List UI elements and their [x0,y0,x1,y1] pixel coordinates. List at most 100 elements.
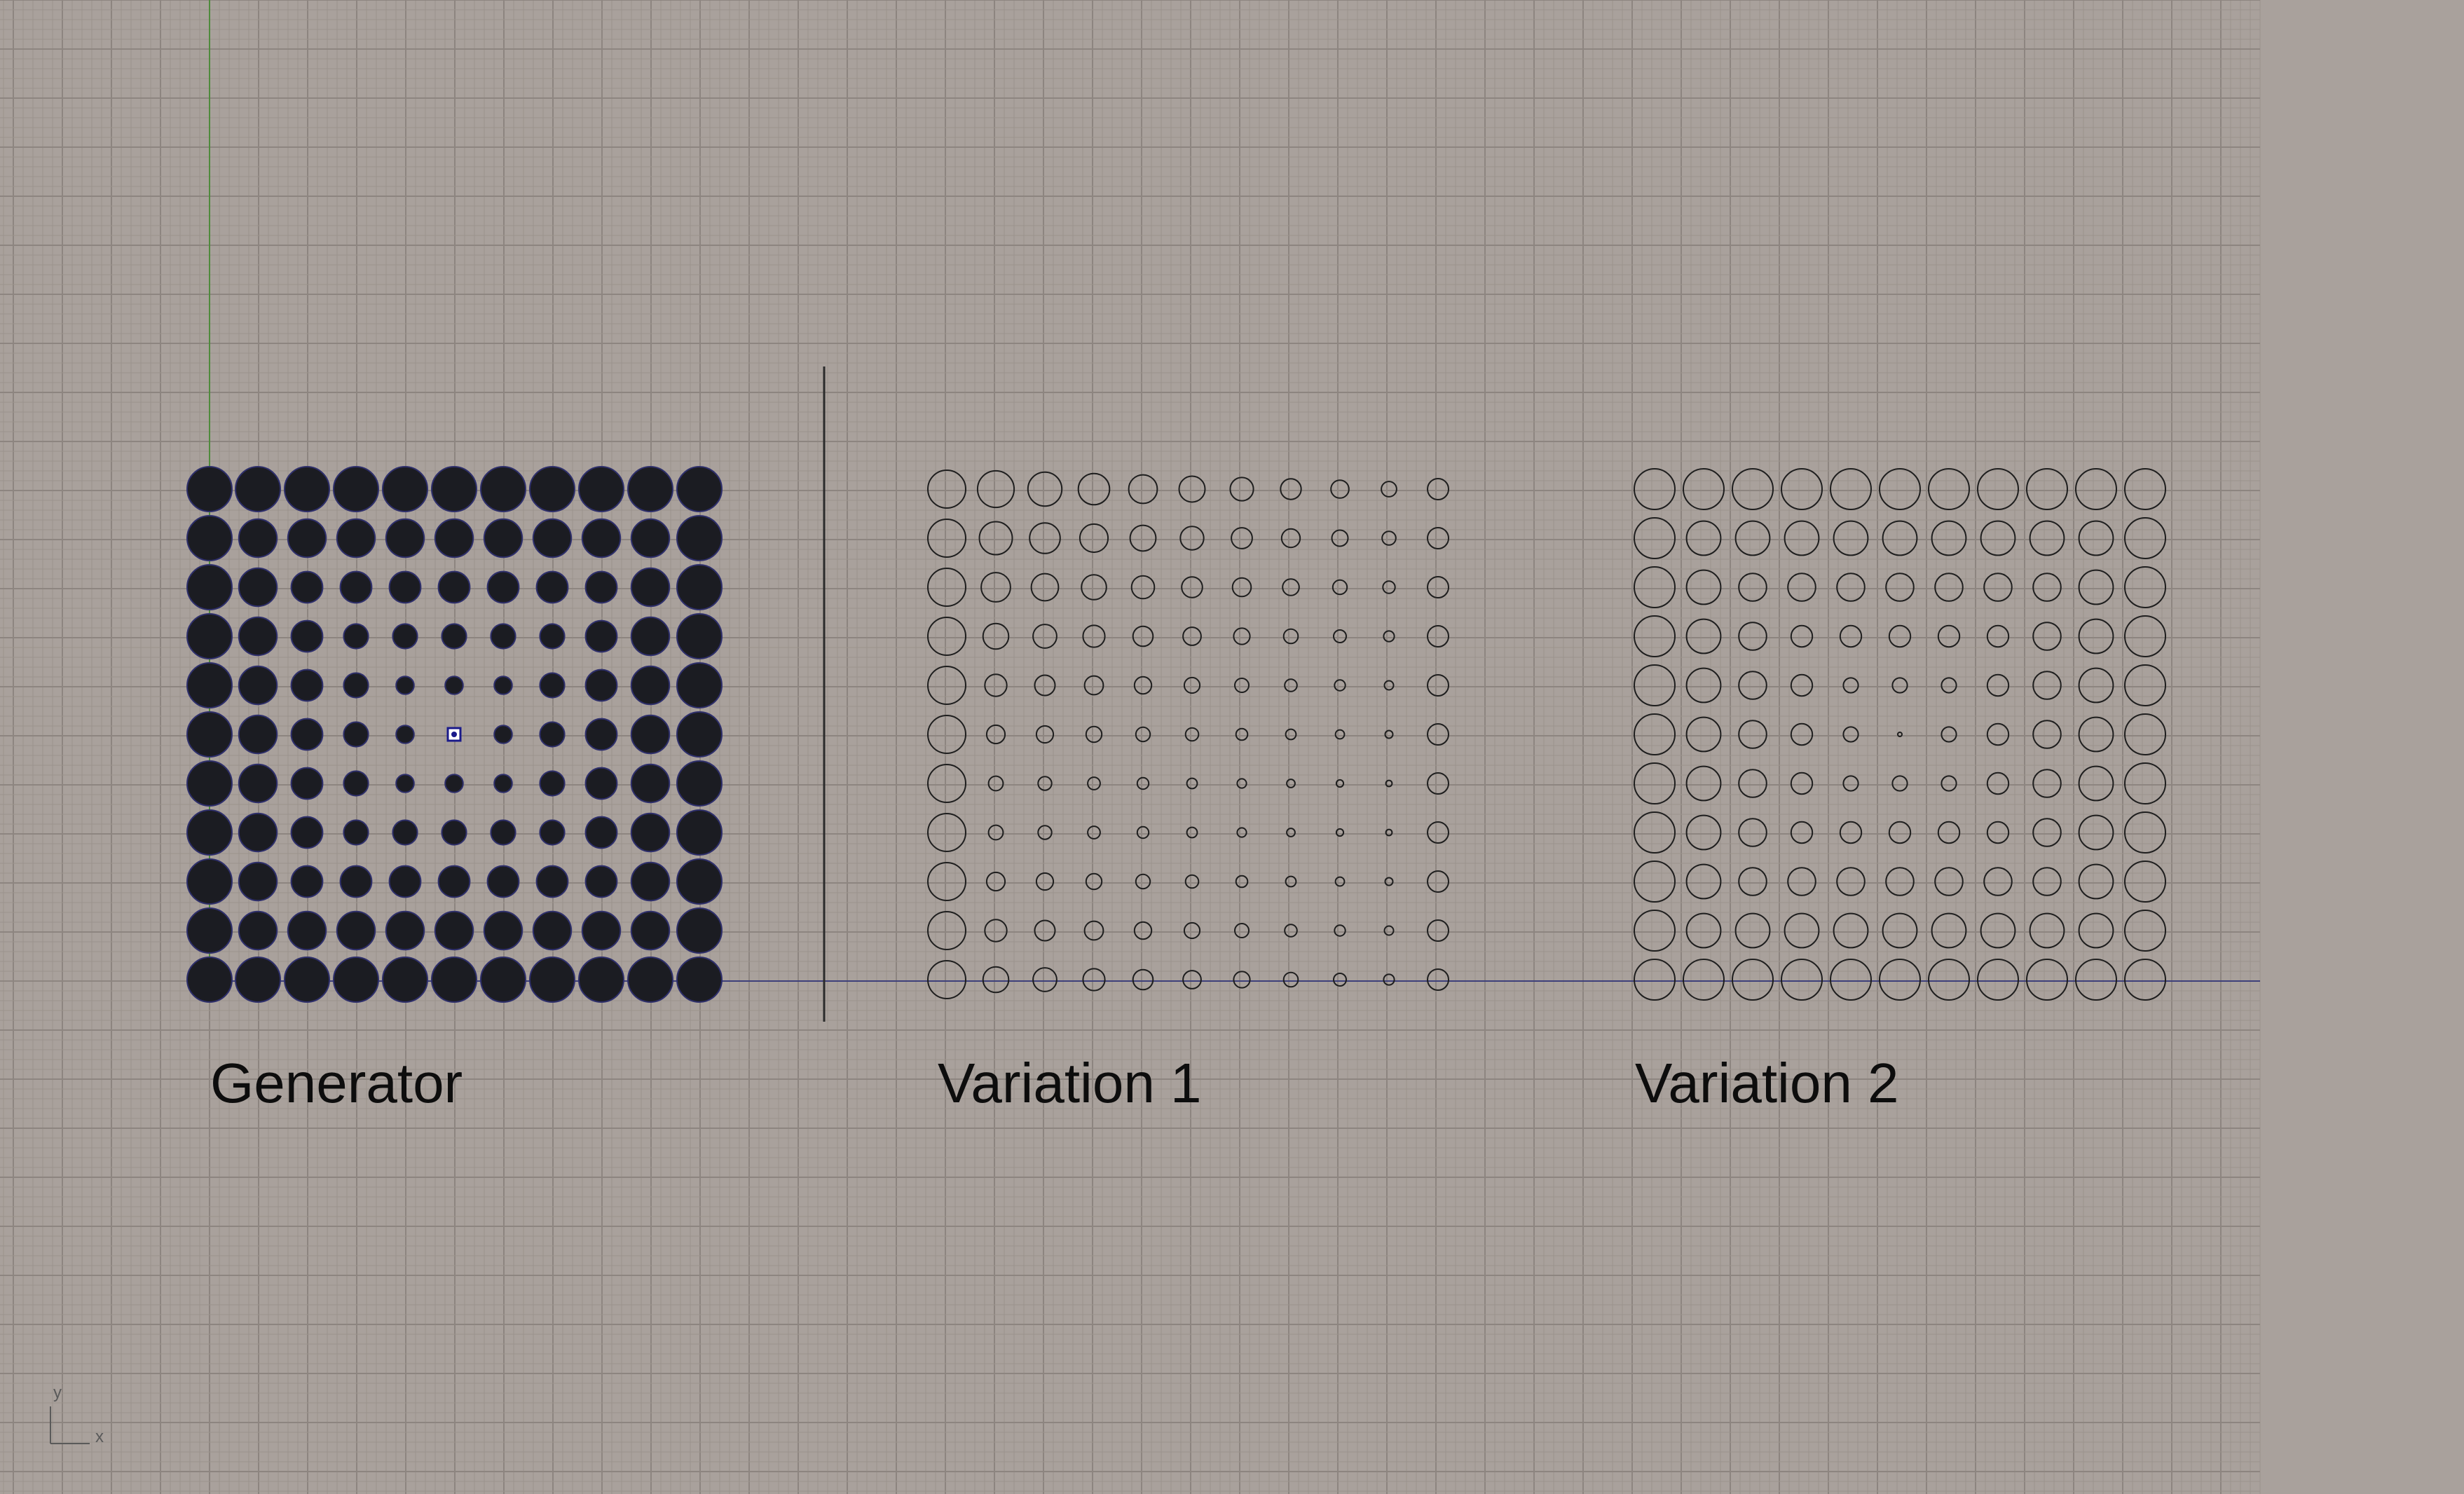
generator-circle [630,567,671,608]
variation-1-circle [1135,726,1151,743]
axis-x-label: x [95,1427,104,1446]
generator-circle [290,570,324,604]
variation-1-circle [1235,727,1249,741]
variation-2-circle [1634,468,1676,510]
generator-circle [238,518,278,558]
variation-1-circle [1331,529,1349,547]
generator-circle [676,515,723,561]
variation-1-circle [1032,967,1058,992]
generator-circle [385,910,425,951]
variation-2-circle [1685,569,1722,605]
variation-1-circle [1034,674,1056,697]
variation-1-circle [1334,679,1346,692]
variation-2-circle [1931,912,1967,949]
variation-2-circle [2078,814,2114,851]
variation-2-circle [1790,722,1814,746]
variation-1-circle [1186,826,1198,839]
variation-1-circle [1427,821,1449,844]
variation-2-circle [1934,867,1964,896]
variation-1-circle [1427,625,1449,647]
variation-1-circle [1128,474,1158,505]
variation-1-circle [1085,872,1103,891]
generator-circle [630,763,671,804]
variation-2-circle [1683,468,1725,510]
variation-2-circle [2078,912,2114,949]
variation-1-circle [1037,776,1053,791]
variation-2-circle [2032,573,2062,602]
variation-2-circle-grid[interactable] [1634,468,2166,1001]
generator-circle [434,910,474,951]
generator-circle [539,721,566,748]
variation-1-circle [1234,678,1250,693]
variation-1-circle [1182,970,1202,989]
variation-1-circle [1284,678,1298,692]
generator-circle [392,819,418,846]
variation-1-circle [1136,776,1150,790]
variation-2-circle [1839,821,1863,844]
variation-2-circle [1986,821,2010,844]
variation-2-circle [2029,520,2065,556]
variation-2-circle [1738,818,1767,847]
generator-circle [532,910,573,951]
variation-2-circle [1781,959,1823,1001]
variation-2-circle [1685,716,1722,753]
variation-1-circle [984,919,1008,943]
generator-circle [186,907,233,954]
generator-circle [630,812,671,853]
gumball-point-icon[interactable] [446,727,462,742]
variation-2-circle [1634,664,1676,706]
variation-2-circle [1787,573,1816,602]
variation-2-circle [1928,959,1970,1001]
variation-1-circle [1182,626,1202,646]
variation-2-circle [1986,772,2010,795]
variation-2-circle [1634,861,1676,903]
variation-2-circle [1734,912,1771,949]
generator-circle [581,518,622,558]
variation-2-circle [2124,468,2166,510]
variation-1-circle [1334,924,1346,937]
variation-1-circle [1133,921,1153,940]
variation-2-circle [2124,959,2166,1001]
generator-circle [238,714,278,755]
generator-circle [444,676,464,695]
generator-circle [490,819,516,846]
variation-2-circle [1986,673,2010,697]
variation-1-circle [1083,675,1104,696]
variation-2-circle [2026,959,2068,1001]
generator-circle [186,515,233,561]
generator-circle [235,466,281,512]
generator-circle [444,774,464,793]
generator-circle [382,957,428,1003]
variation-1-circle [927,568,966,607]
generator-circle [493,774,513,793]
variation-2-circle [1879,959,1921,1001]
variation-2-circle [1980,520,2016,556]
generator-circle [493,676,513,695]
generator-circle [339,570,373,604]
variation-1-circle [927,960,966,999]
generator-circle [486,865,520,898]
generator-circle [238,616,278,657]
variation-1-circle [1383,630,1395,643]
variation-1-circle-grid[interactable] [927,470,1449,999]
generator-circle [290,767,324,800]
generator-circle [630,910,671,951]
generator-circle [630,714,671,755]
generator-circle [339,865,373,898]
variation-1-circle [1280,478,1302,500]
generator-label: Generator [210,1052,463,1114]
variation-2-circle [2124,713,2166,755]
variation-1-circle [1427,723,1449,746]
variation-1-circle [1037,825,1053,840]
variation-2-circle [1882,912,1918,949]
variation-2-circle [2029,912,2065,949]
variation-2-circle [2124,566,2166,608]
generator-circle-grid[interactable] [186,466,723,1003]
variation-2-circle [1928,468,1970,510]
variation-2-circle [1977,468,2019,510]
gumball-point-dot [451,732,457,737]
variation-2-circle [1732,468,1774,510]
variation-2-circle [1787,867,1816,896]
